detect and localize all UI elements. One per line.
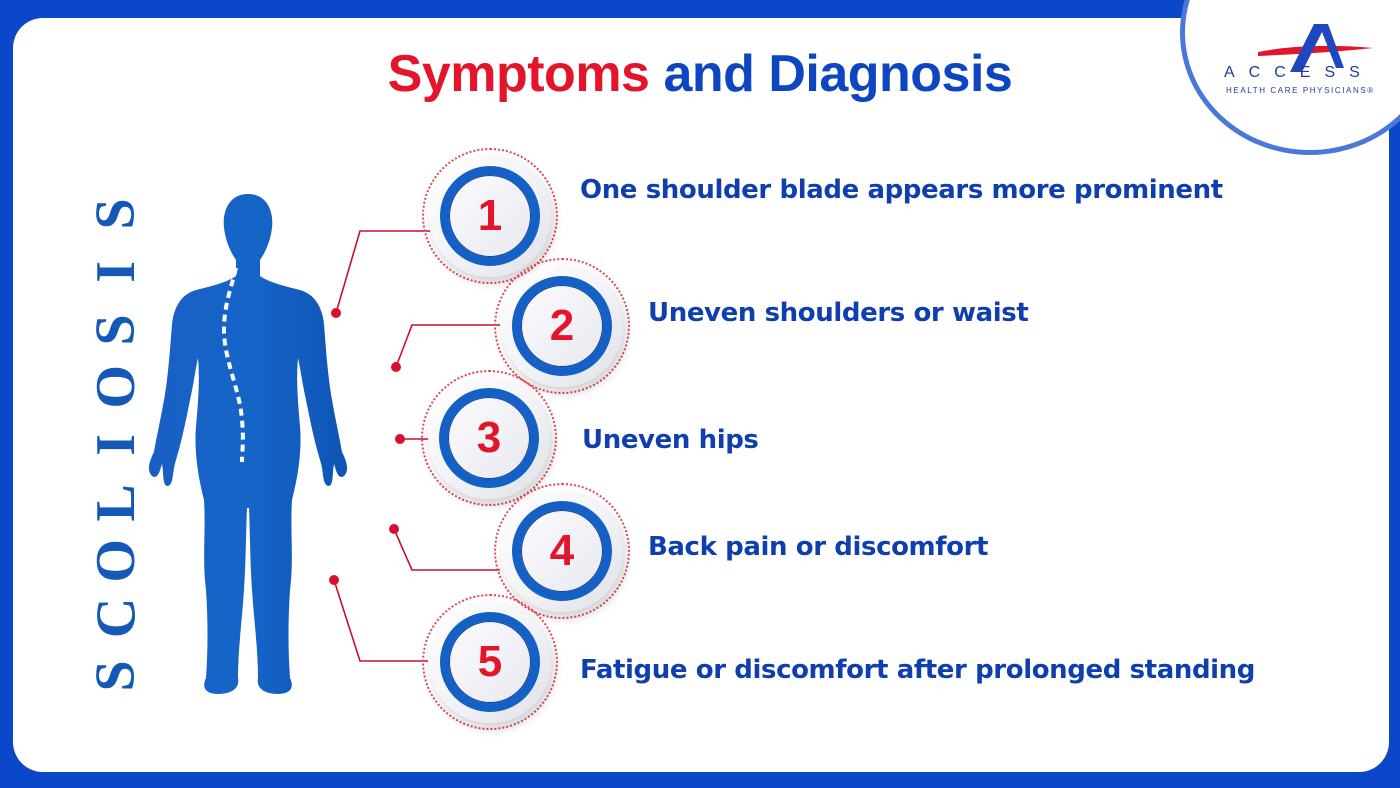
step-number: 4: [549, 526, 575, 575]
access-a-mark-icon: [1258, 24, 1373, 72]
symptom-text-2: Uneven shoulders or waist: [648, 298, 1029, 328]
symptom-text-3: Uneven hips: [582, 425, 759, 455]
title-diagnosis: and Diagnosis: [663, 45, 1013, 103]
access-logo: ACCESS HEALTH CARE PHYSICIANS®: [1218, 20, 1388, 110]
step-number: 2: [549, 301, 575, 350]
step-number: 5: [477, 637, 503, 686]
title-symptoms: Symptoms: [387, 45, 650, 103]
logo-brand: ACCESS: [1224, 64, 1374, 81]
symptom-text-1: One shoulder blade appears more prominen…: [580, 175, 1223, 205]
step-badge-4: 4: [494, 483, 630, 619]
human-back-silhouette-icon: [148, 194, 348, 694]
step-badge-1: 1: [422, 148, 558, 284]
step-badge-2: 2: [494, 258, 630, 394]
logo-tagline: HEALTH CARE PHYSICIANS®: [1226, 86, 1375, 95]
step-number: 1: [477, 191, 503, 240]
step-number: 3: [476, 413, 502, 462]
symptom-text-5: Fatigue or discomfort after prolonged st…: [580, 655, 1255, 685]
symptom-text-4: Back pain or discomfort: [648, 532, 989, 562]
step-badge-3: 3: [421, 370, 557, 506]
step-badge-5: 5: [422, 594, 558, 730]
page-title: Symptoms and Diagnosis: [0, 44, 1400, 104]
